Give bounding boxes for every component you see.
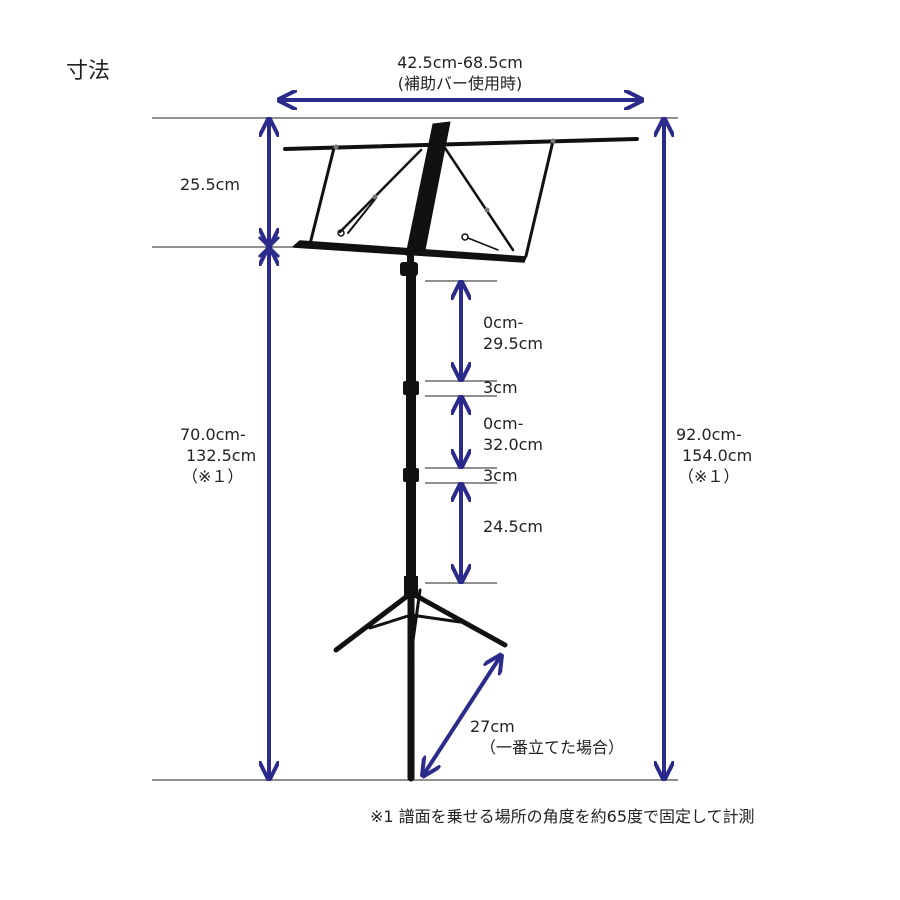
ledge-height-line2: 132.5cm: [186, 446, 257, 465]
leg-length-note: （一番立てた場合）: [480, 738, 625, 757]
collar-upper-label: 3cm: [483, 378, 518, 397]
middle-extension-line2: 32.0cm: [483, 435, 544, 454]
middle-extension-line1: 0cm-: [483, 414, 524, 433]
upper-collar: [403, 381, 419, 395]
ledge-height-line3: （※１）: [182, 467, 244, 486]
desk-height-label: 25.5cm: [180, 175, 241, 194]
stand-left-arm: [308, 146, 336, 246]
upper-extension-line1: 0cm-: [483, 313, 524, 332]
lower-collar: [403, 468, 419, 482]
leg-length-value: 27cm: [470, 717, 515, 736]
stand-spine: [405, 121, 451, 256]
upper-extension-line2: 29.5cm: [483, 334, 544, 353]
total-height-label: 92.0cm- 154.0cm （※１）: [676, 424, 752, 487]
page-title: 寸法: [66, 59, 111, 84]
total-height-line1: 92.0cm-: [676, 425, 742, 444]
total-height-line3: （※１）: [678, 467, 740, 486]
middle-extension-label: 0cm- 32.0cm: [483, 413, 543, 455]
ledge-height-label: 70.0cm- 132.5cm （※１）: [180, 424, 256, 487]
leg-right: [410, 591, 508, 648]
leg-left: [333, 591, 413, 653]
ledge-height-line1: 70.0cm-: [180, 425, 246, 444]
music-stand: [283, 121, 639, 782]
footnote: ※1 譜面を乗せる場所の角度を約65度で固定して計測: [370, 807, 755, 826]
leg-length-label: 27cm （一番立てた場合）: [470, 716, 624, 758]
stand-top-bar: [283, 137, 639, 151]
stand-ledge: [292, 240, 527, 263]
leg-length-arrow: [424, 657, 500, 774]
width-label: 42.5cm-68.5cm (補助バー使用時): [370, 52, 550, 94]
stand-shaft: [406, 276, 416, 576]
bottom-section-label: 24.5cm: [483, 517, 544, 536]
width-note: (補助バー使用時): [397, 74, 523, 93]
stand-right-arm: [524, 139, 555, 258]
width-value: 42.5cm-68.5cm: [397, 53, 523, 72]
dimension-arrows: [257, 100, 664, 777]
upper-extension-label: 0cm- 29.5cm: [483, 312, 543, 354]
collar-lower-label: 3cm: [483, 466, 518, 485]
total-height-line2: 154.0cm: [682, 446, 753, 465]
